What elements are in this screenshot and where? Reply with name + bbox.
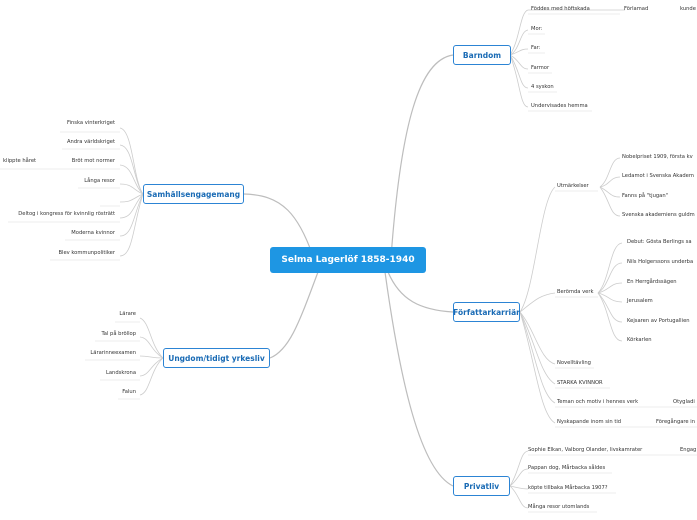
subtopic-utmarkelser[interactable]: Utmärkelser bbox=[557, 183, 589, 189]
topic-samhallsengagemang-label: Samhällsengagemang bbox=[146, 189, 241, 199]
leaf-samhall-4[interactable]: Långa resor bbox=[84, 178, 115, 184]
leaf-barndom-2[interactable]: kunde bbox=[680, 6, 696, 12]
leaf-utmarkelser-1[interactable]: Ledamot i Svenska Akadem bbox=[622, 173, 694, 179]
leaf-samhall-6[interactable]: Moderna kvinnor bbox=[71, 230, 115, 236]
leaf-samhall-0[interactable]: Finska vinterkriget bbox=[66, 120, 115, 126]
leaf-ungdom-2[interactable]: Lärarinneexamen bbox=[90, 350, 136, 356]
leaf-barndom-7[interactable]: Undervisades hemma bbox=[531, 103, 588, 109]
leaf-privatliv-2[interactable]: Pappan dog, Mårbacka såldes bbox=[528, 465, 606, 471]
leaf-ungdom-0[interactable]: Lärare bbox=[119, 311, 136, 317]
leaf-karriar-3[interactable]: Otygladi bbox=[673, 399, 695, 405]
leaf-karriar-0[interactable]: Novelltävling bbox=[557, 360, 591, 366]
leaf-barndom-4[interactable]: Far: bbox=[531, 45, 541, 51]
leaf-barndom-1[interactable]: Förlamad bbox=[624, 6, 649, 12]
leaf-privatliv-4[interactable]: Många resor utomlands bbox=[528, 504, 590, 510]
leaf-verk-0[interactable]: Debut: Gösta Berlings sa bbox=[627, 239, 692, 245]
subtopic-berommda-verk[interactable]: Berömda verk bbox=[557, 289, 594, 295]
leaf-verk-4[interactable]: Kejsaren av Portugallien bbox=[627, 318, 690, 324]
leaf-utmarkelser-0[interactable]: Nobelpriset 1909, första kv bbox=[622, 154, 693, 160]
topic-forfattarkarriar-label: Författarkarriär bbox=[453, 307, 520, 317]
leaf-verk-5[interactable]: Körkarlen bbox=[627, 337, 652, 343]
leaf-barndom-0[interactable]: Föddes med höftskada bbox=[531, 6, 590, 12]
leaf-karriar-2[interactable]: Teman och motiv i hennes verk bbox=[557, 399, 639, 405]
leaf-samhall-3[interactable]: Bröt mot normer bbox=[71, 158, 115, 164]
leaf-privatliv-1[interactable]: Engag bbox=[680, 447, 697, 453]
leaf-utmarkelser-3[interactable]: Svenska akademiens guldm bbox=[622, 212, 695, 218]
topic-privatliv[interactable]: Privatliv bbox=[453, 476, 510, 496]
leaf-barndom-3[interactable]: Mor: bbox=[531, 26, 543, 32]
leaf-samhall-5[interactable]: Deltog i kongress för kvinnlig rösträtt bbox=[18, 211, 115, 217]
leaf-samhall-2[interactable]: klippte håret bbox=[3, 158, 37, 164]
topic-ungdom-label: Ungdom/tidigt yrkesliv bbox=[168, 353, 265, 363]
topic-barndom[interactable]: Barndom bbox=[453, 45, 511, 65]
leaf-verk-2[interactable]: En Herrgårdssägen bbox=[627, 279, 677, 285]
leaf-karriar-1[interactable]: STARKA KVINNOR bbox=[557, 380, 603, 386]
central-topic-label: Selma Lagerlöf 1858-1940 bbox=[281, 255, 415, 265]
leaf-verk-1[interactable]: Nils Holgerssons underba bbox=[627, 259, 694, 265]
leaf-karriar-5[interactable]: Föregångare in bbox=[656, 419, 696, 425]
topic-forfattarkarriar[interactable]: Författarkarriär bbox=[453, 302, 520, 322]
leaf-barndom-5[interactable]: Farmor bbox=[531, 65, 550, 71]
central-topic[interactable]: Selma Lagerlöf 1858-1940 bbox=[270, 247, 426, 273]
topic-ungdom[interactable]: Ungdom/tidigt yrkesliv bbox=[163, 348, 270, 368]
topic-samhallsengagemang[interactable]: Samhällsengagemang bbox=[143, 184, 244, 204]
leaf-barndom-6[interactable]: 4 syskon bbox=[531, 84, 554, 90]
leaf-karriar-4[interactable]: Nyskapande inom sin tid bbox=[557, 419, 622, 425]
leaf-samhall-1[interactable]: Andra världskriget bbox=[66, 139, 115, 145]
topic-privatliv-label: Privatliv bbox=[463, 481, 500, 491]
leaf-ungdom-3[interactable]: Landskrona bbox=[105, 370, 136, 376]
leaf-samhall-7[interactable]: Blev kommunpolitiker bbox=[58, 250, 115, 256]
leaf-verk-3[interactable]: Jerusalem bbox=[627, 298, 653, 304]
leaf-ungdom-1[interactable]: Tal på bröllop bbox=[101, 331, 136, 337]
leaf-privatliv-3[interactable]: köpte tillbaka Mårbacka 1907? bbox=[528, 485, 608, 491]
leaf-privatliv-0[interactable]: Sophie Elkan, Valborg Olander, livskamra… bbox=[528, 447, 643, 453]
topic-barndom-label: Barndom bbox=[462, 50, 502, 60]
leaf-ungdom-4[interactable]: Falun bbox=[122, 389, 136, 395]
leaf-utmarkelser-2[interactable]: Fanns på "tjugan" bbox=[622, 193, 669, 199]
